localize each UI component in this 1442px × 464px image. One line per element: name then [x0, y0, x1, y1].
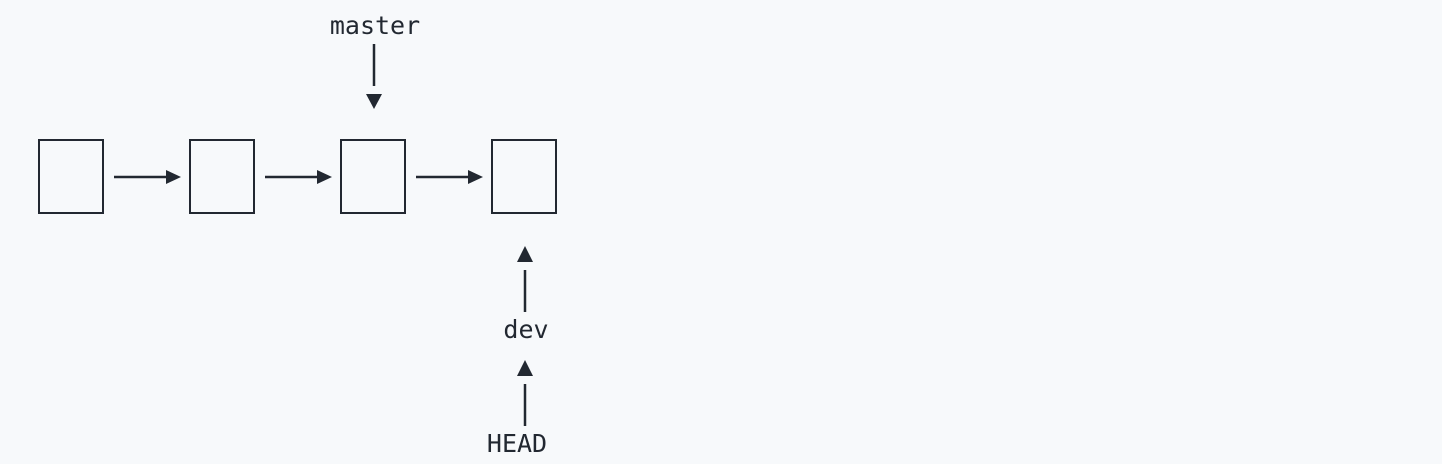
commit-arrow-3 — [416, 170, 483, 184]
head-label: HEAD — [486, 429, 548, 458]
commit-arrow-1 — [114, 170, 181, 184]
commit-node-1 — [38, 139, 104, 214]
dev-label: dev — [503, 315, 549, 344]
head-pointer-arrow — [517, 360, 533, 426]
master-pointer-arrow — [366, 44, 382, 109]
commit-node-2 — [189, 139, 255, 214]
dev-pointer-arrow — [517, 246, 533, 312]
commit-node-3 — [340, 139, 406, 214]
master-label: master — [329, 11, 421, 40]
commit-node-4 — [491, 139, 557, 214]
commit-arrow-2 — [265, 170, 332, 184]
